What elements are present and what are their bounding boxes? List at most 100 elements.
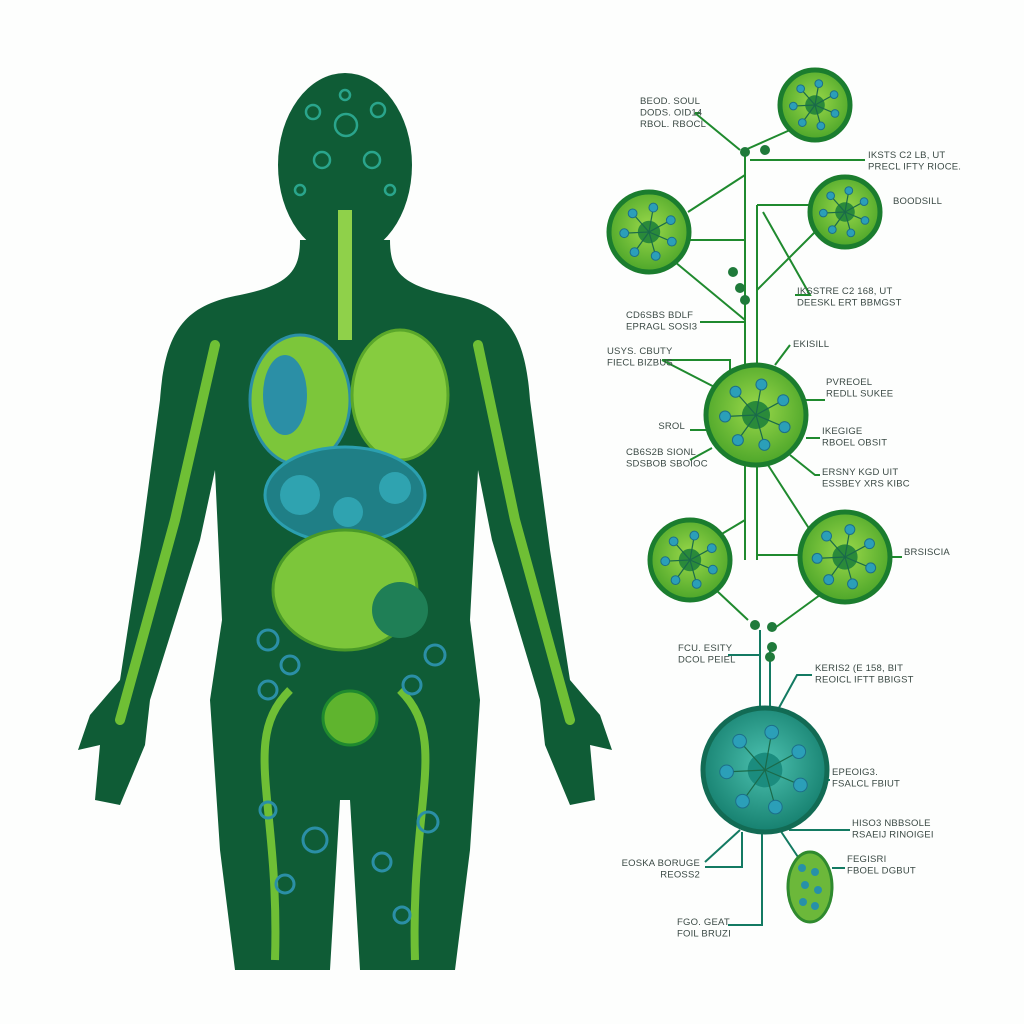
cells (606, 67, 893, 924)
callout-label: BRSISCIA (904, 547, 950, 558)
organelle (791, 744, 807, 759)
organelle (814, 79, 824, 88)
cell (606, 189, 692, 275)
organelle (816, 121, 826, 131)
right-lung (350, 328, 450, 462)
organ-node (379, 472, 411, 504)
organelle (648, 202, 659, 213)
organelle (801, 881, 809, 889)
organelle (844, 524, 856, 535)
organelle (719, 764, 734, 780)
organelle (844, 186, 854, 195)
callout-label-line: FSALCL FBIUT (832, 779, 900, 790)
organelle (818, 208, 828, 218)
organelle (777, 394, 790, 407)
callout-label-line: EOSKA BORUGE (622, 858, 700, 869)
organelle (670, 575, 681, 586)
callout-label-line: ESSBEY XRS KIBC (822, 479, 910, 490)
organelle (666, 236, 677, 247)
callout-label-line: FEGISRI (847, 854, 886, 865)
organ-node (280, 475, 320, 515)
organelle (796, 84, 806, 94)
organelle (799, 898, 807, 906)
callout-label-line: EPRAGL SOSI3 (626, 322, 697, 333)
cell (777, 67, 853, 143)
organelle (764, 724, 780, 740)
organelle (731, 434, 744, 447)
callout-label-line: IKSTS C2 LB, UT (868, 150, 945, 161)
organelle (660, 556, 671, 567)
organelle (629, 247, 640, 258)
organelle (829, 90, 839, 99)
cell (807, 174, 883, 250)
right-arm-vessel (473, 340, 575, 725)
organelle (827, 225, 837, 234)
organelle (823, 574, 835, 586)
callout-label-line: ERSNY KGD UIT (822, 467, 898, 478)
callout-label-line: EPEOIG3. (832, 767, 878, 778)
callout-label: SROL (658, 421, 685, 432)
organelle (619, 228, 630, 239)
callout-label-line: BRSISCIA (904, 547, 950, 558)
organelle (821, 530, 833, 542)
callout-label-line: REOICL IFTT BBIGST (815, 675, 914, 686)
bladder (321, 689, 379, 747)
left-leg-vessel (260, 687, 293, 961)
callout-label-line: CD6SBS BDLF (626, 310, 693, 321)
organelle (797, 118, 807, 127)
callout-label-line: SROL (658, 421, 685, 432)
human-body (78, 73, 612, 970)
callout-label-line: DCOL PEIEL (678, 655, 736, 666)
organ-node (333, 497, 363, 527)
organelle (793, 777, 808, 793)
callout-label-line: FCU. ESITY (678, 643, 733, 654)
callout-label-line: BEOD. SOUL (640, 96, 700, 107)
organelle (755, 378, 768, 391)
organelle (707, 564, 718, 575)
organelle (735, 793, 750, 809)
callout-label: BOODSILL (893, 196, 942, 207)
organelle (860, 216, 870, 225)
left-arm-vessel (115, 340, 220, 725)
organelle (691, 578, 702, 589)
organelle (689, 530, 700, 541)
callout-label-line: RBOEL OBSIT (822, 438, 887, 449)
organelle (732, 733, 747, 749)
connector-lines (661, 112, 902, 926)
callout-label-line: REOSS2 (660, 870, 700, 881)
callout-label-line: CB6S2B SIONL (626, 447, 696, 458)
organelle (814, 886, 822, 894)
organelle (847, 578, 858, 590)
organelle (865, 562, 877, 574)
callout-label-line: IKSSTRE C2 168, UT (797, 286, 892, 297)
organelle (788, 101, 798, 111)
oval-cell (786, 850, 834, 924)
lymph-nodes (256, 628, 447, 925)
callout-label-line: KERIS2 (E 158, BIT (815, 663, 903, 674)
cell (700, 705, 830, 835)
callout-label-line: DEESKL ERT BBMGST (797, 298, 902, 309)
organelle (811, 868, 819, 876)
organelle (826, 191, 836, 201)
callout-label-line: HISO3 NBBSOLE (852, 818, 931, 829)
organelle (627, 208, 638, 219)
organelle (864, 538, 875, 550)
organelle (650, 250, 661, 261)
cell (647, 517, 733, 603)
organelle (668, 536, 679, 547)
callout-label-line: USYS. CBUTY (607, 346, 673, 357)
